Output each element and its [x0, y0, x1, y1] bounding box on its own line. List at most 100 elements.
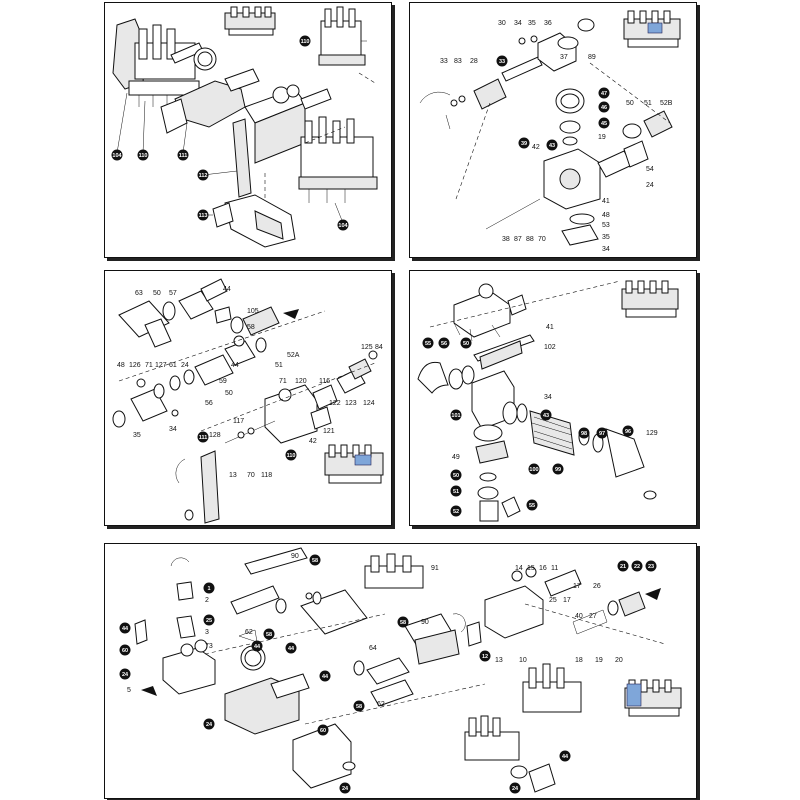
badge: 51	[450, 485, 462, 497]
badge: 39	[518, 137, 530, 149]
part-label: 35	[528, 20, 536, 27]
badge-label: 60	[320, 728, 326, 734]
badge-label: 110	[287, 453, 296, 459]
badge-label: 111	[199, 435, 208, 441]
badge-label: 21	[620, 564, 626, 570]
badge-label: 24	[122, 672, 129, 678]
badge-label: 33	[499, 59, 505, 65]
tee-pipe	[118, 278, 299, 348]
badge: 50	[450, 469, 462, 481]
badge-label: 104	[338, 223, 348, 229]
manifold-top-right	[318, 6, 366, 66]
badge: 104	[111, 92, 128, 161]
badge: 43	[540, 409, 552, 421]
badge: 110	[285, 449, 297, 461]
part-label: 50	[153, 290, 161, 297]
part-label: 123	[345, 400, 357, 407]
part-label: 48	[602, 212, 610, 219]
part-label: 58	[247, 324, 255, 331]
part-label: 13	[495, 657, 503, 664]
badge-label: 58	[356, 704, 362, 710]
badge-label: 60	[122, 648, 128, 654]
panel-5: 90 91 2 3 73 5 62 90 64 62 14 15 16 11 1…	[105, 544, 695, 797]
panel-3-badges: 111 110	[197, 431, 297, 461]
part-label: 129	[646, 430, 658, 437]
part-label: 19	[598, 134, 606, 141]
part-label: 70	[538, 236, 546, 243]
badge: 55	[422, 337, 434, 349]
badge: 100	[528, 463, 540, 475]
panel-3: 63 50 57 44 105 58 52A 51 48 126 71 127 …	[105, 271, 390, 524]
part-label: 59	[219, 378, 227, 385]
badge-label: 24	[206, 722, 213, 728]
part-label: 61	[169, 362, 177, 369]
panel-5-diagram: 90 91 2 3 73 5 62 90 64 62 14 15 16 11 1…	[119, 547, 682, 794]
part-label: 84	[375, 344, 383, 351]
thumbnail-assembly	[224, 6, 276, 36]
badge-label: 44	[322, 674, 329, 680]
badge-label: 50	[463, 341, 469, 347]
part-label: 13	[229, 472, 237, 479]
panel-4: 41 102 34 49 129 55 56 50 101 43 100 98 …	[410, 271, 695, 524]
part-label: 19	[595, 657, 603, 664]
part-label: 73	[205, 643, 213, 650]
part-label: 35	[133, 432, 141, 439]
part-label: 28	[470, 58, 478, 65]
badge-label: 104	[112, 153, 122, 159]
badge-label: 24	[512, 786, 519, 792]
badge-label: 58	[266, 632, 272, 638]
badge-label: 47	[601, 91, 607, 97]
manifold-center	[244, 84, 332, 164]
badge: 55	[526, 499, 538, 511]
part-label: 50	[225, 390, 233, 397]
part-label: 49	[452, 454, 460, 461]
part-label: 41	[546, 324, 554, 331]
badge-label: 113	[199, 213, 208, 219]
part-label: 122	[329, 400, 341, 407]
badge-label: 44	[122, 626, 129, 632]
panel-4-diagram: 41 102 34 49 129 55 56 50 101 43 100 98 …	[417, 280, 679, 522]
part-label: 70	[247, 472, 255, 479]
part-label: 24	[646, 182, 654, 189]
panel-1-frame	[104, 2, 392, 258]
gauge-assembly	[160, 47, 260, 134]
part-label: 56	[205, 400, 213, 407]
handle-part	[175, 420, 276, 524]
panel-3-diagram: 63 50 57 44 105 58 52A 51 48 126 71 127 …	[112, 278, 384, 524]
part-label: 51	[275, 362, 283, 369]
bottom-fittings	[473, 424, 521, 522]
badge: 24	[339, 782, 351, 794]
panel-5-frame	[104, 543, 697, 799]
part-label: 11	[551, 565, 558, 572]
bottom-right-manifolds	[464, 663, 582, 793]
manifold-lower-right	[298, 116, 378, 203]
badge: 52	[450, 505, 462, 517]
badge: 21	[617, 560, 629, 572]
part-label: 127	[155, 362, 167, 369]
badge: 58	[397, 616, 409, 628]
badge-label: 24	[342, 786, 349, 792]
badge-label: 50	[453, 473, 459, 479]
part-label: 10	[519, 657, 527, 664]
badge: 60	[119, 644, 131, 656]
right-group	[452, 566, 661, 647]
part-label: 64	[369, 645, 377, 652]
badge-label: 98	[581, 431, 587, 437]
thumbnail-assembly	[623, 10, 681, 48]
part-label: 50	[626, 100, 634, 107]
badge: 50	[460, 337, 472, 349]
part-label: 30	[498, 20, 506, 27]
badge: 46	[598, 101, 610, 113]
left-group	[134, 557, 216, 696]
bottom-fitting	[212, 194, 296, 248]
badge: 25	[203, 614, 215, 626]
badge-label: 97	[599, 431, 605, 437]
badge: 44	[251, 640, 263, 652]
badge-label: 44	[254, 644, 261, 650]
part-label: 105	[247, 308, 259, 315]
badge-label: 1	[207, 586, 210, 592]
badge: 101	[450, 409, 462, 421]
part-label: 83	[454, 58, 462, 65]
badge: 104	[334, 202, 349, 231]
part-label: 35	[602, 234, 610, 241]
